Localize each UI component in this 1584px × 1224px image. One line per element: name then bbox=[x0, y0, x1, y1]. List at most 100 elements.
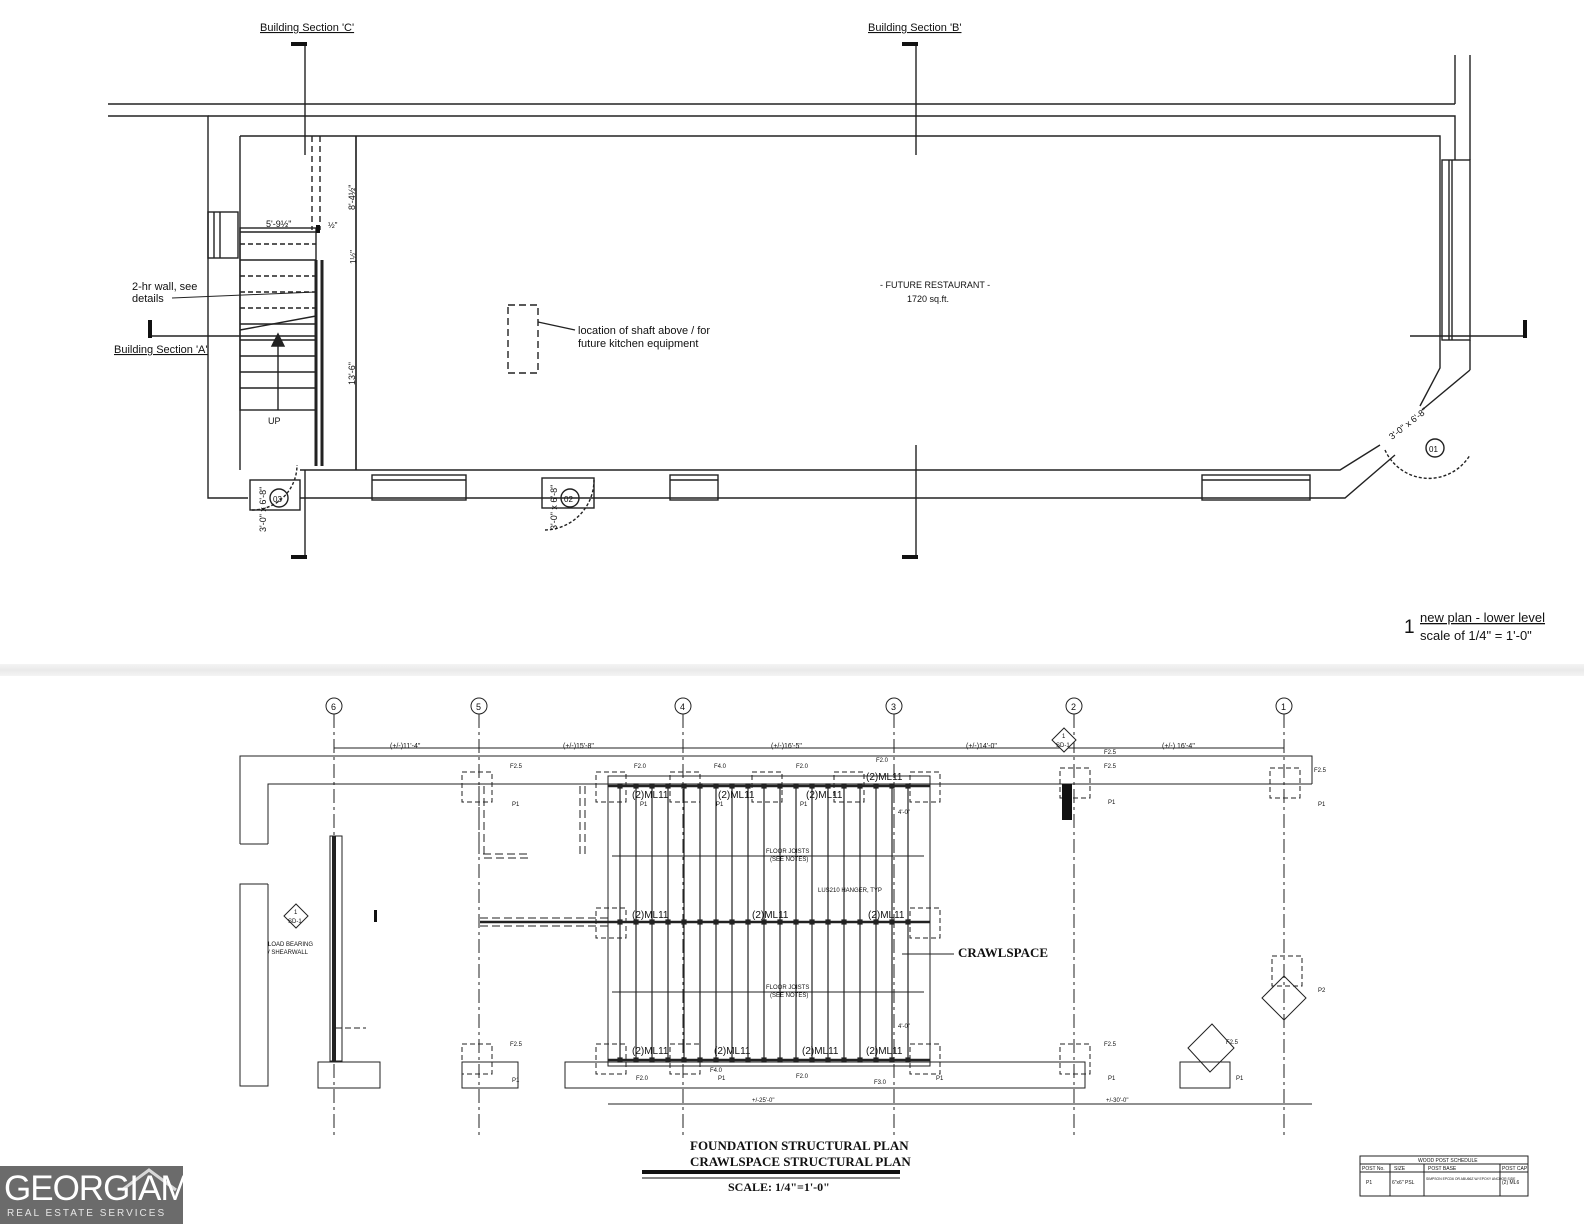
beam-label-10: (2)ML11 bbox=[802, 1046, 839, 1057]
room-name: - FUTURE RESTAURANT - bbox=[880, 280, 990, 290]
grid-label-5: 5 bbox=[476, 702, 481, 712]
wall-note-line1: 2-hr wall, see bbox=[132, 281, 197, 293]
section-tag-left-top: 1 bbox=[294, 910, 298, 916]
span-5-4: (+/-)15'-8" bbox=[563, 743, 594, 750]
sheet-divider bbox=[0, 664, 1584, 676]
joist-hanger bbox=[617, 919, 623, 925]
grid-label-6: 6 bbox=[331, 702, 336, 712]
section-b-label: Building Section 'B' bbox=[868, 22, 961, 34]
grid-bubble-3 bbox=[885, 697, 903, 715]
joist-hanger bbox=[729, 1057, 735, 1063]
footing-label-7: F2.5 bbox=[1104, 764, 1117, 770]
post-label-2: P1 bbox=[640, 802, 648, 808]
door-02-size: 3'-0" x 6'-8" bbox=[549, 485, 559, 530]
post-label-5: P1 bbox=[1108, 800, 1116, 806]
dim-small-1: 4'-0" bbox=[898, 810, 910, 816]
dim-stair-width: 5'-9½" bbox=[266, 219, 291, 229]
joist-hanger bbox=[729, 919, 735, 925]
outer-wall-left bbox=[108, 115, 248, 499]
plan-title-name: new plan - lower level bbox=[1420, 610, 1545, 625]
schedule-cell-2: SIMPSON EPCD6 OR ABU66Z W/ EPOXY ANCHOR … bbox=[1426, 1177, 1516, 1181]
post-label-4: P1 bbox=[800, 802, 808, 808]
georgia-mls-logo: GEORGIAMLS REAL ESTATE SERVICES bbox=[0, 1166, 183, 1224]
plan-title-scale: scale of 1/4" = 1'-0" bbox=[1420, 628, 1532, 643]
logo-tagline: REAL ESTATE SERVICES bbox=[7, 1208, 167, 1219]
joist-hanger bbox=[761, 783, 767, 789]
joist-hanger bbox=[777, 1057, 783, 1063]
footing-label-11: F4.0 bbox=[710, 1068, 723, 1074]
beam-label-2: (2)ML11 bbox=[718, 790, 755, 801]
joist-hanger bbox=[617, 783, 623, 789]
schedule-header-2: POST BASE bbox=[1428, 1166, 1457, 1172]
schedule-header-3: POST CAP bbox=[1502, 1166, 1528, 1172]
post-label-6: P1 bbox=[1318, 802, 1326, 808]
foundation-wall-left bbox=[239, 883, 269, 1087]
door-tag-02-circle bbox=[560, 488, 580, 508]
post-label-3: P1 bbox=[716, 802, 724, 808]
joist-hanger bbox=[809, 1057, 815, 1063]
beam-label-7: (2)ML11 bbox=[868, 910, 905, 921]
joist-hanger bbox=[665, 1057, 671, 1063]
joists-label-2a: FLOOR JOISTS bbox=[766, 985, 809, 991]
wall-note-line2: details bbox=[132, 293, 164, 305]
joist-hanger bbox=[889, 1057, 895, 1063]
section-marker-top bbox=[1051, 727, 1077, 753]
joist-hanger bbox=[793, 1057, 799, 1063]
logo-wordmark: GEORGIAMLS bbox=[4, 1169, 183, 1208]
joist-hanger bbox=[665, 919, 671, 925]
load-bearing-line1: LOAD BEARING bbox=[268, 942, 313, 948]
window-bottom-1 bbox=[371, 474, 467, 501]
schedule-cell-1: 6"x6" PSL bbox=[1392, 1180, 1415, 1186]
window-bottom-3 bbox=[1201, 474, 1311, 501]
footing-label-10: F2.0 bbox=[636, 1076, 649, 1082]
load-bearing-line2: / SHEARWALL bbox=[268, 950, 309, 956]
door-01-size: 3'-0" x 6'-8" bbox=[1387, 406, 1429, 442]
schedule-title: WOOD POST SCHEDULE bbox=[1418, 1158, 1478, 1164]
dim-vertical-2: 1½" bbox=[349, 250, 358, 264]
floor-joists bbox=[617, 783, 911, 1063]
joist-hanger bbox=[857, 1057, 863, 1063]
joist-hanger bbox=[873, 783, 879, 789]
span-3-2: (+/-)14'-0" bbox=[966, 743, 997, 750]
window-left bbox=[207, 211, 239, 259]
joist-hanger bbox=[649, 1057, 655, 1063]
section-marker-left bbox=[283, 903, 309, 929]
footing-label-8: F2.5 bbox=[1314, 768, 1327, 774]
joist-hanger bbox=[713, 1057, 719, 1063]
beam-label-3: (2)ML11 bbox=[806, 790, 843, 801]
joist-hanger bbox=[713, 783, 719, 789]
beam-label-1: (2)ML11 bbox=[632, 790, 669, 801]
floor-plan-drawing: Building Section 'C' Building Section 'B… bbox=[108, 22, 1545, 643]
joist-hanger bbox=[841, 783, 847, 789]
post-label-10: P1 bbox=[1108, 1076, 1116, 1082]
schedule-header-1: SIZE bbox=[1394, 1166, 1406, 1172]
joist-hanger bbox=[905, 1057, 911, 1063]
post-label-1: P1 bbox=[512, 802, 520, 808]
dim-bottom-left: +/-25'-0" bbox=[752, 1098, 774, 1104]
joist-hanger bbox=[633, 919, 639, 925]
joist-hanger bbox=[697, 783, 703, 789]
joist-hanger bbox=[873, 1057, 879, 1063]
hanger-note: LUS210 HANGER, TYP bbox=[818, 888, 882, 894]
beam-label-4: (2)ML11 bbox=[866, 772, 903, 783]
footing-label-3: F4.0 bbox=[714, 764, 727, 770]
door-03-tag: 03 bbox=[273, 495, 282, 504]
joist-hanger bbox=[729, 783, 735, 789]
grid-label-2: 2 bbox=[1071, 702, 1076, 712]
section-a-label: Building Section 'A' bbox=[114, 344, 207, 356]
grid-bubble-1 bbox=[1275, 697, 1293, 715]
door-tag-03-circle bbox=[269, 488, 289, 508]
joist-hanger bbox=[649, 919, 655, 925]
beam-label-5: (2)ML11 bbox=[632, 910, 669, 921]
shaft-note-line2: future kitchen equipment bbox=[578, 338, 698, 350]
span-4-3: (+/-)16'-5" bbox=[771, 743, 802, 750]
joist-hanger bbox=[889, 919, 895, 925]
joist-hanger bbox=[809, 783, 815, 789]
joist-hanger bbox=[761, 1057, 767, 1063]
dim-half-inch: ½" bbox=[328, 221, 338, 230]
joist-hanger bbox=[825, 919, 831, 925]
post-label-p2: P2 bbox=[1318, 988, 1326, 994]
footing-label-6: F2.5 bbox=[1104, 750, 1117, 756]
foundation-title-scale: SCALE: 1/4"=1'-0" bbox=[728, 1180, 830, 1194]
joist-hanger bbox=[633, 783, 639, 789]
